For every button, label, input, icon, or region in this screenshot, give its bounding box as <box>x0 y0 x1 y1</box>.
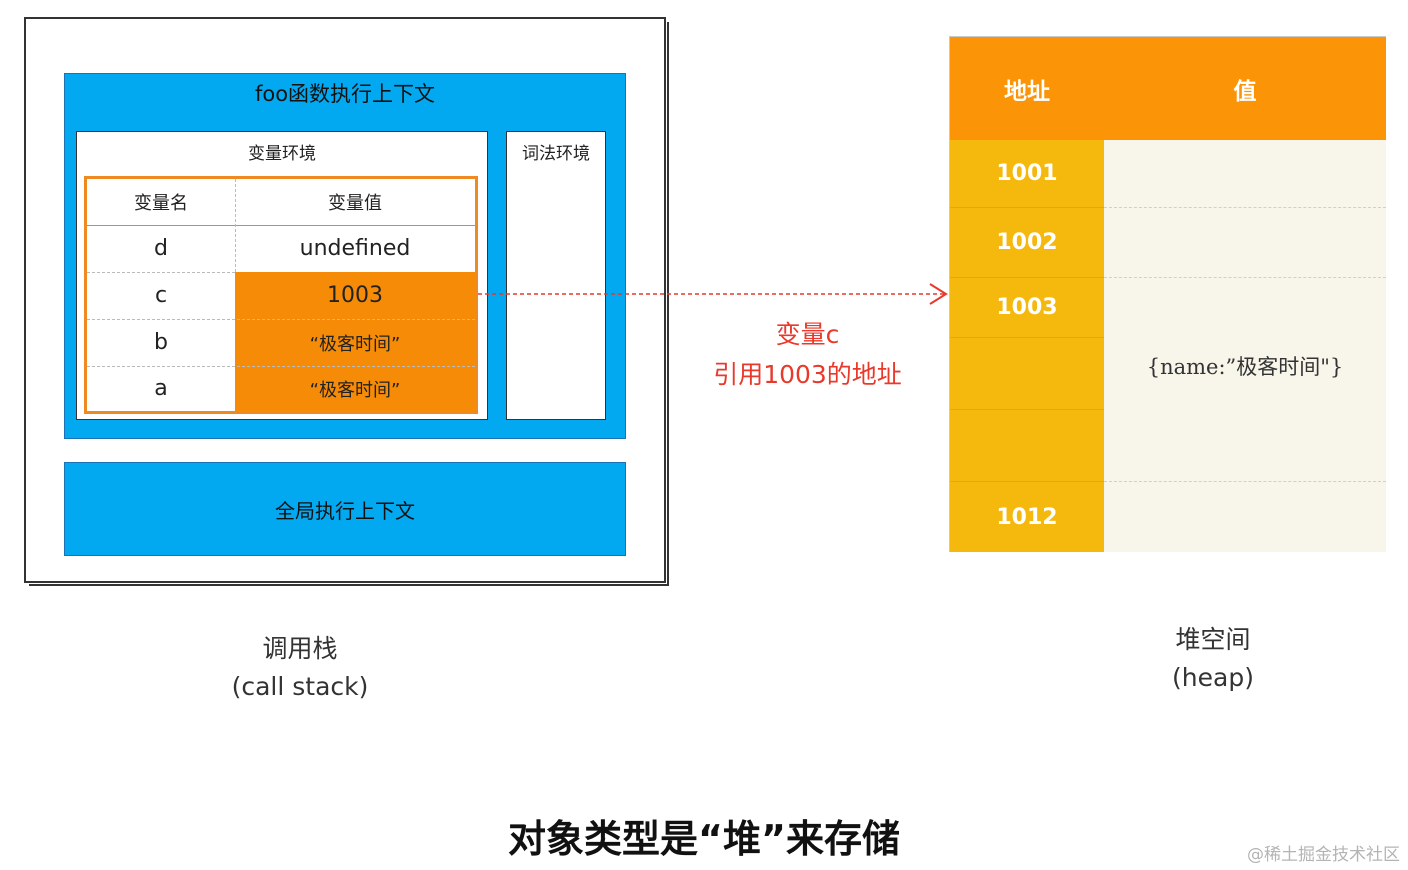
variable-name-c: c <box>154 283 168 308</box>
variable-value-d: undefined <box>299 236 411 261</box>
table-divider <box>235 179 236 272</box>
variable-table: 变量名 变量值 d undefined c 1003 b “极客时间” a “极… <box>84 176 478 414</box>
reference-label-description: 引用1003的地址 <box>713 360 902 389</box>
table-divider <box>87 366 475 367</box>
heap-value-cell <box>1104 140 1386 207</box>
reference-label-variable: 变量c <box>775 320 840 349</box>
call-stack-caption-subtitle: (call stack) <box>231 672 369 701</box>
variable-name-d: d <box>154 236 168 261</box>
heap-value-cell <box>1104 481 1386 552</box>
lexical-environment <box>506 131 606 420</box>
call-stack-caption-title: 调用栈 <box>262 634 338 663</box>
table-divider <box>87 319 475 320</box>
heap-address-1002: 1002 <box>950 207 1104 277</box>
column-header-name: 变量名 <box>134 193 188 214</box>
heap-caption: 堆空间 (heap) <box>1113 621 1313 697</box>
variable-name-a: a <box>154 376 168 401</box>
heap-value-cell <box>1104 207 1386 277</box>
heap-address-1003: 1003 <box>950 277 1104 337</box>
figure-title: 对象类型是“堆”来存储 <box>508 817 900 861</box>
heap-address-empty <box>950 409 1104 481</box>
heap-value-cell-object <box>1104 277 1386 481</box>
lexical-environment-title: 词法环境 <box>522 144 590 164</box>
heap-header-address: 地址 <box>950 37 1105 140</box>
watermark: @稀土掘金技术社区 <box>1247 845 1400 865</box>
heap-caption-title: 堆空间 <box>1175 625 1251 654</box>
heap-object-value: {name:”极客时间"} <box>1146 355 1344 379</box>
heap-table: 地址 值 1001 1002 1003 1012 {name:”极客时间"} <box>949 36 1386 552</box>
variable-value-b: “极客时间” <box>235 319 475 366</box>
heap-caption-subtitle: (heap) <box>1172 663 1254 692</box>
variable-value-a: “极客时间” <box>235 366 475 411</box>
call-stack-caption: 调用栈 (call stack) <box>200 630 400 706</box>
global-execution-context: 全局执行上下文 <box>64 462 626 556</box>
table-divider <box>87 225 475 226</box>
variable-environment-title: 变量环境 <box>248 144 316 164</box>
heap-address-1001: 1001 <box>950 140 1104 207</box>
variable-name-b: b <box>154 330 168 355</box>
column-header-value: 变量值 <box>328 193 382 214</box>
heap-address-empty <box>950 337 1104 409</box>
reference-label: 变量c 引用1003的地址 <box>690 315 925 395</box>
table-divider <box>87 272 235 273</box>
heap-header-value: 值 <box>1104 37 1386 140</box>
variable-value-c: 1003 <box>235 272 475 319</box>
foo-context-title: foo函数执行上下文 <box>254 82 436 106</box>
heap-address-1012: 1012 <box>950 481 1104 552</box>
